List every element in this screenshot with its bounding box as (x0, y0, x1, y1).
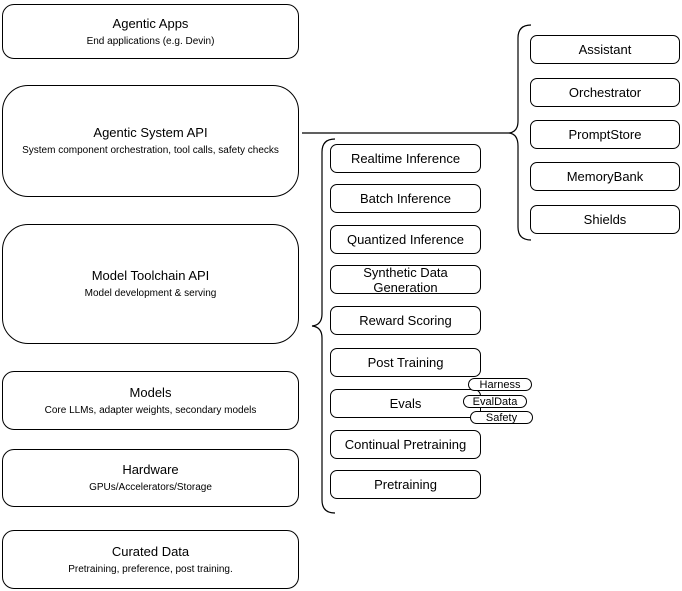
box-label: Pretraining (374, 477, 437, 492)
box-label: Quantized Inference (346, 232, 465, 247)
eval-tag-safety: Safety (470, 411, 533, 424)
toolchain-box-pretraining: Pretraining (330, 470, 481, 499)
box-label: PromptStore (568, 127, 642, 142)
box-subtitle: Core LLMs, adapter weights, secondary mo… (44, 404, 257, 416)
component-box-promptstore: PromptStore (530, 120, 680, 149)
box-curated-data: Curated Data Pretraining, preference, po… (2, 530, 299, 589)
box-label: Assistant (578, 42, 632, 57)
tag-label: EvalData (472, 395, 518, 408)
box-label: Evals (389, 396, 422, 411)
system-components-brace (508, 24, 532, 241)
toolchain-box-realtime-inference: Realtime Inference (330, 144, 481, 173)
box-title: Agentic System API (93, 125, 208, 140)
box-label: Batch Inference (359, 191, 452, 206)
box-label: Realtime Inference (350, 151, 461, 166)
box-model-toolchain-api: Model Toolchain API Model development & … (2, 224, 299, 344)
box-subtitle: Pretraining, preference, post training. (68, 563, 233, 575)
box-label: Synthetic Data Generation (363, 264, 448, 295)
box-title: Model Toolchain API (91, 268, 210, 283)
box-subtitle: End applications (e.g. Devin) (86, 35, 215, 47)
box-label: Shields (583, 212, 627, 227)
eval-tag-harness: Harness (468, 378, 532, 391)
toolchain-box-post-training: Post Training (330, 348, 481, 377)
eval-tag-evaldata: EvalData (463, 395, 527, 408)
box-agentic-system-api: Agentic System API System component orch… (2, 85, 299, 197)
toolchain-box-quantized-inference: Quantized Inference (330, 225, 481, 254)
box-label: MemoryBank (566, 169, 644, 184)
box-models: Models Core LLMs, adapter weights, secon… (2, 371, 299, 430)
tag-label: Safety (485, 411, 518, 424)
box-label: Reward Scoring (359, 313, 452, 328)
box-title: Hardware (122, 462, 179, 477)
box-subtitle: System component orchestration, tool cal… (22, 145, 279, 156)
box-hardware: Hardware GPUs/Accelerators/Storage (2, 449, 299, 507)
component-box-shields: Shields (530, 205, 680, 234)
component-box-orchestrator: Orchestrator (530, 78, 680, 107)
box-label: Continual Pretraining (344, 437, 467, 452)
box-title: Models (129, 384, 172, 400)
tag-label: Harness (479, 378, 521, 391)
box-subtitle: Model development & serving (84, 288, 217, 299)
box-subtitle: GPUs/Accelerators/Storage (89, 482, 212, 493)
box-agentic-apps: Agentic Apps End applications (e.g. Devi… (2, 4, 299, 59)
box-title: Curated Data (111, 543, 190, 559)
box-label: Orchestrator (568, 85, 642, 100)
toolchain-box-batch-inference: Batch Inference (330, 184, 481, 213)
toolchain-box-continual-pretraining: Continual Pretraining (330, 430, 481, 459)
box-title: Agentic Apps (112, 15, 189, 31)
toolchain-box-synthetic-data-generation: Synthetic Data Generation (330, 264, 481, 295)
component-box-assistant: Assistant (530, 35, 680, 64)
toolchain-box-evals: Evals (330, 389, 481, 418)
component-box-memorybank: MemoryBank (530, 162, 680, 191)
box-label: Post Training (367, 355, 444, 370)
toolchain-box-reward-scoring: Reward Scoring (330, 306, 481, 335)
